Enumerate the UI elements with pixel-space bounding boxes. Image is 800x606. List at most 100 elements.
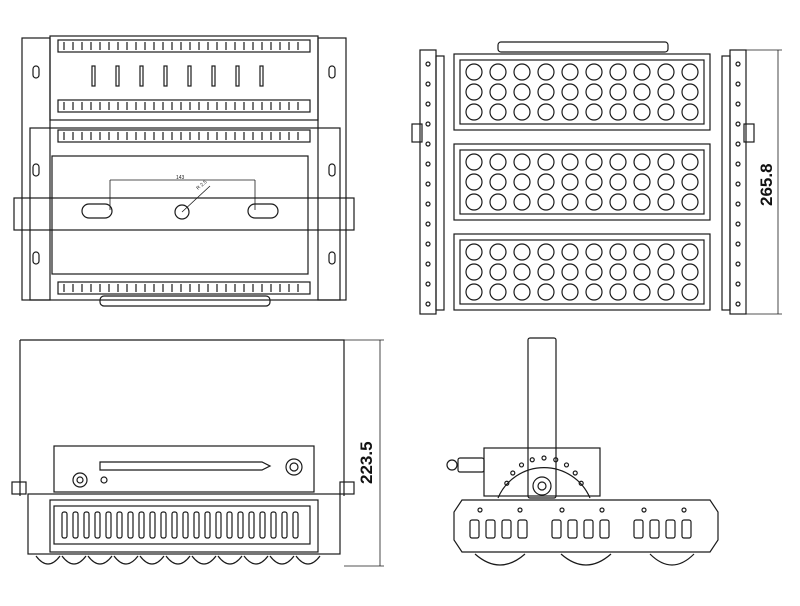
side-lens [269, 555, 295, 565]
frame-hole [735, 281, 741, 287]
side-lens [243, 555, 269, 565]
led-lens [585, 83, 603, 101]
led-lens [609, 103, 627, 121]
led-lens [633, 83, 651, 101]
side-fin [270, 511, 277, 539]
led-lens [513, 83, 531, 101]
side-lens [295, 555, 321, 565]
led-module-frame [453, 233, 711, 311]
side-fin [83, 511, 90, 539]
vent-slot [235, 65, 240, 87]
led-lens [657, 173, 675, 191]
dim-small-1: 143 [176, 175, 185, 181]
led-module-inner [459, 149, 705, 215]
plate-hole [681, 507, 687, 513]
arc-hole [541, 455, 547, 461]
arc-hole [518, 462, 525, 468]
frame-hole [425, 121, 431, 127]
bracket-holes [32, 65, 336, 265]
led-lens [585, 243, 603, 261]
side-fin [204, 511, 211, 539]
led-lens [561, 283, 579, 301]
side-fin [116, 511, 123, 539]
plate-slot [665, 519, 676, 539]
plate-slot [501, 519, 512, 539]
frame-hole [735, 301, 741, 307]
led-lens [561, 193, 579, 211]
side-fin [160, 511, 167, 539]
side-fins [61, 511, 299, 539]
led-lens [609, 153, 627, 171]
side-lens [217, 555, 243, 565]
led-lens [657, 103, 675, 121]
led-lens [489, 103, 507, 121]
side-lens [87, 555, 113, 565]
led-lens [681, 103, 699, 121]
led-lens [465, 173, 483, 191]
side-fin [127, 511, 134, 539]
led-lens [465, 193, 483, 211]
led-lens [537, 103, 555, 121]
led-lens [537, 263, 555, 281]
led-lens [633, 103, 651, 121]
led-lens [513, 173, 531, 191]
led-lens [633, 63, 651, 81]
led-lens [681, 243, 699, 261]
led-module-inner [459, 239, 705, 305]
frame-hole [735, 261, 741, 267]
side-fin [72, 511, 79, 539]
vent-slot [259, 65, 264, 87]
plate-hole [599, 507, 605, 513]
led-lens [633, 153, 651, 171]
side-fin [182, 511, 189, 539]
led-lens [513, 263, 531, 281]
led-lens [633, 173, 651, 191]
led-lens [561, 263, 579, 281]
led-lens [609, 283, 627, 301]
led-lens [657, 63, 675, 81]
side-lens [165, 555, 191, 565]
frame-hole [425, 101, 431, 107]
led-lens [489, 193, 507, 211]
led-lens [537, 283, 555, 301]
frame-hole [735, 101, 741, 107]
frame-hole [735, 161, 741, 167]
led-lens [465, 63, 483, 81]
top-view: 143 R 2.5 [13, 35, 355, 307]
plate-hole [517, 507, 523, 513]
arc-hole [572, 470, 578, 476]
led-lens [489, 63, 507, 81]
arc-hole [578, 480, 584, 486]
frame-hole [735, 241, 741, 247]
led-lens [657, 153, 675, 171]
bracket-hole [328, 163, 336, 177]
led-lens [561, 103, 579, 121]
led-lens [681, 173, 699, 191]
led-lens [681, 83, 699, 101]
led-lens [657, 283, 675, 301]
led-lens [489, 153, 507, 171]
led-lens [489, 173, 507, 191]
end-arc-holes [504, 455, 584, 486]
side-lens [113, 555, 139, 565]
vent-slot [139, 65, 144, 87]
plate-slot [583, 519, 594, 539]
led-lens [537, 83, 555, 101]
frame-hole [425, 241, 431, 247]
led-lens [561, 153, 579, 171]
led-lens [609, 63, 627, 81]
led-lens [633, 263, 651, 281]
led-lens [489, 283, 507, 301]
led-lens [585, 283, 603, 301]
led-lens [561, 243, 579, 261]
led-lens [633, 193, 651, 211]
plate-slot [633, 519, 644, 539]
side-fin [193, 511, 200, 539]
frame-holes [425, 61, 741, 307]
led-lens [513, 193, 531, 211]
led-lens [561, 63, 579, 81]
vent-slot [187, 65, 192, 87]
heat-sink-fins-upper [63, 42, 299, 110]
led-lens [537, 153, 555, 171]
plate-slot [567, 519, 578, 539]
